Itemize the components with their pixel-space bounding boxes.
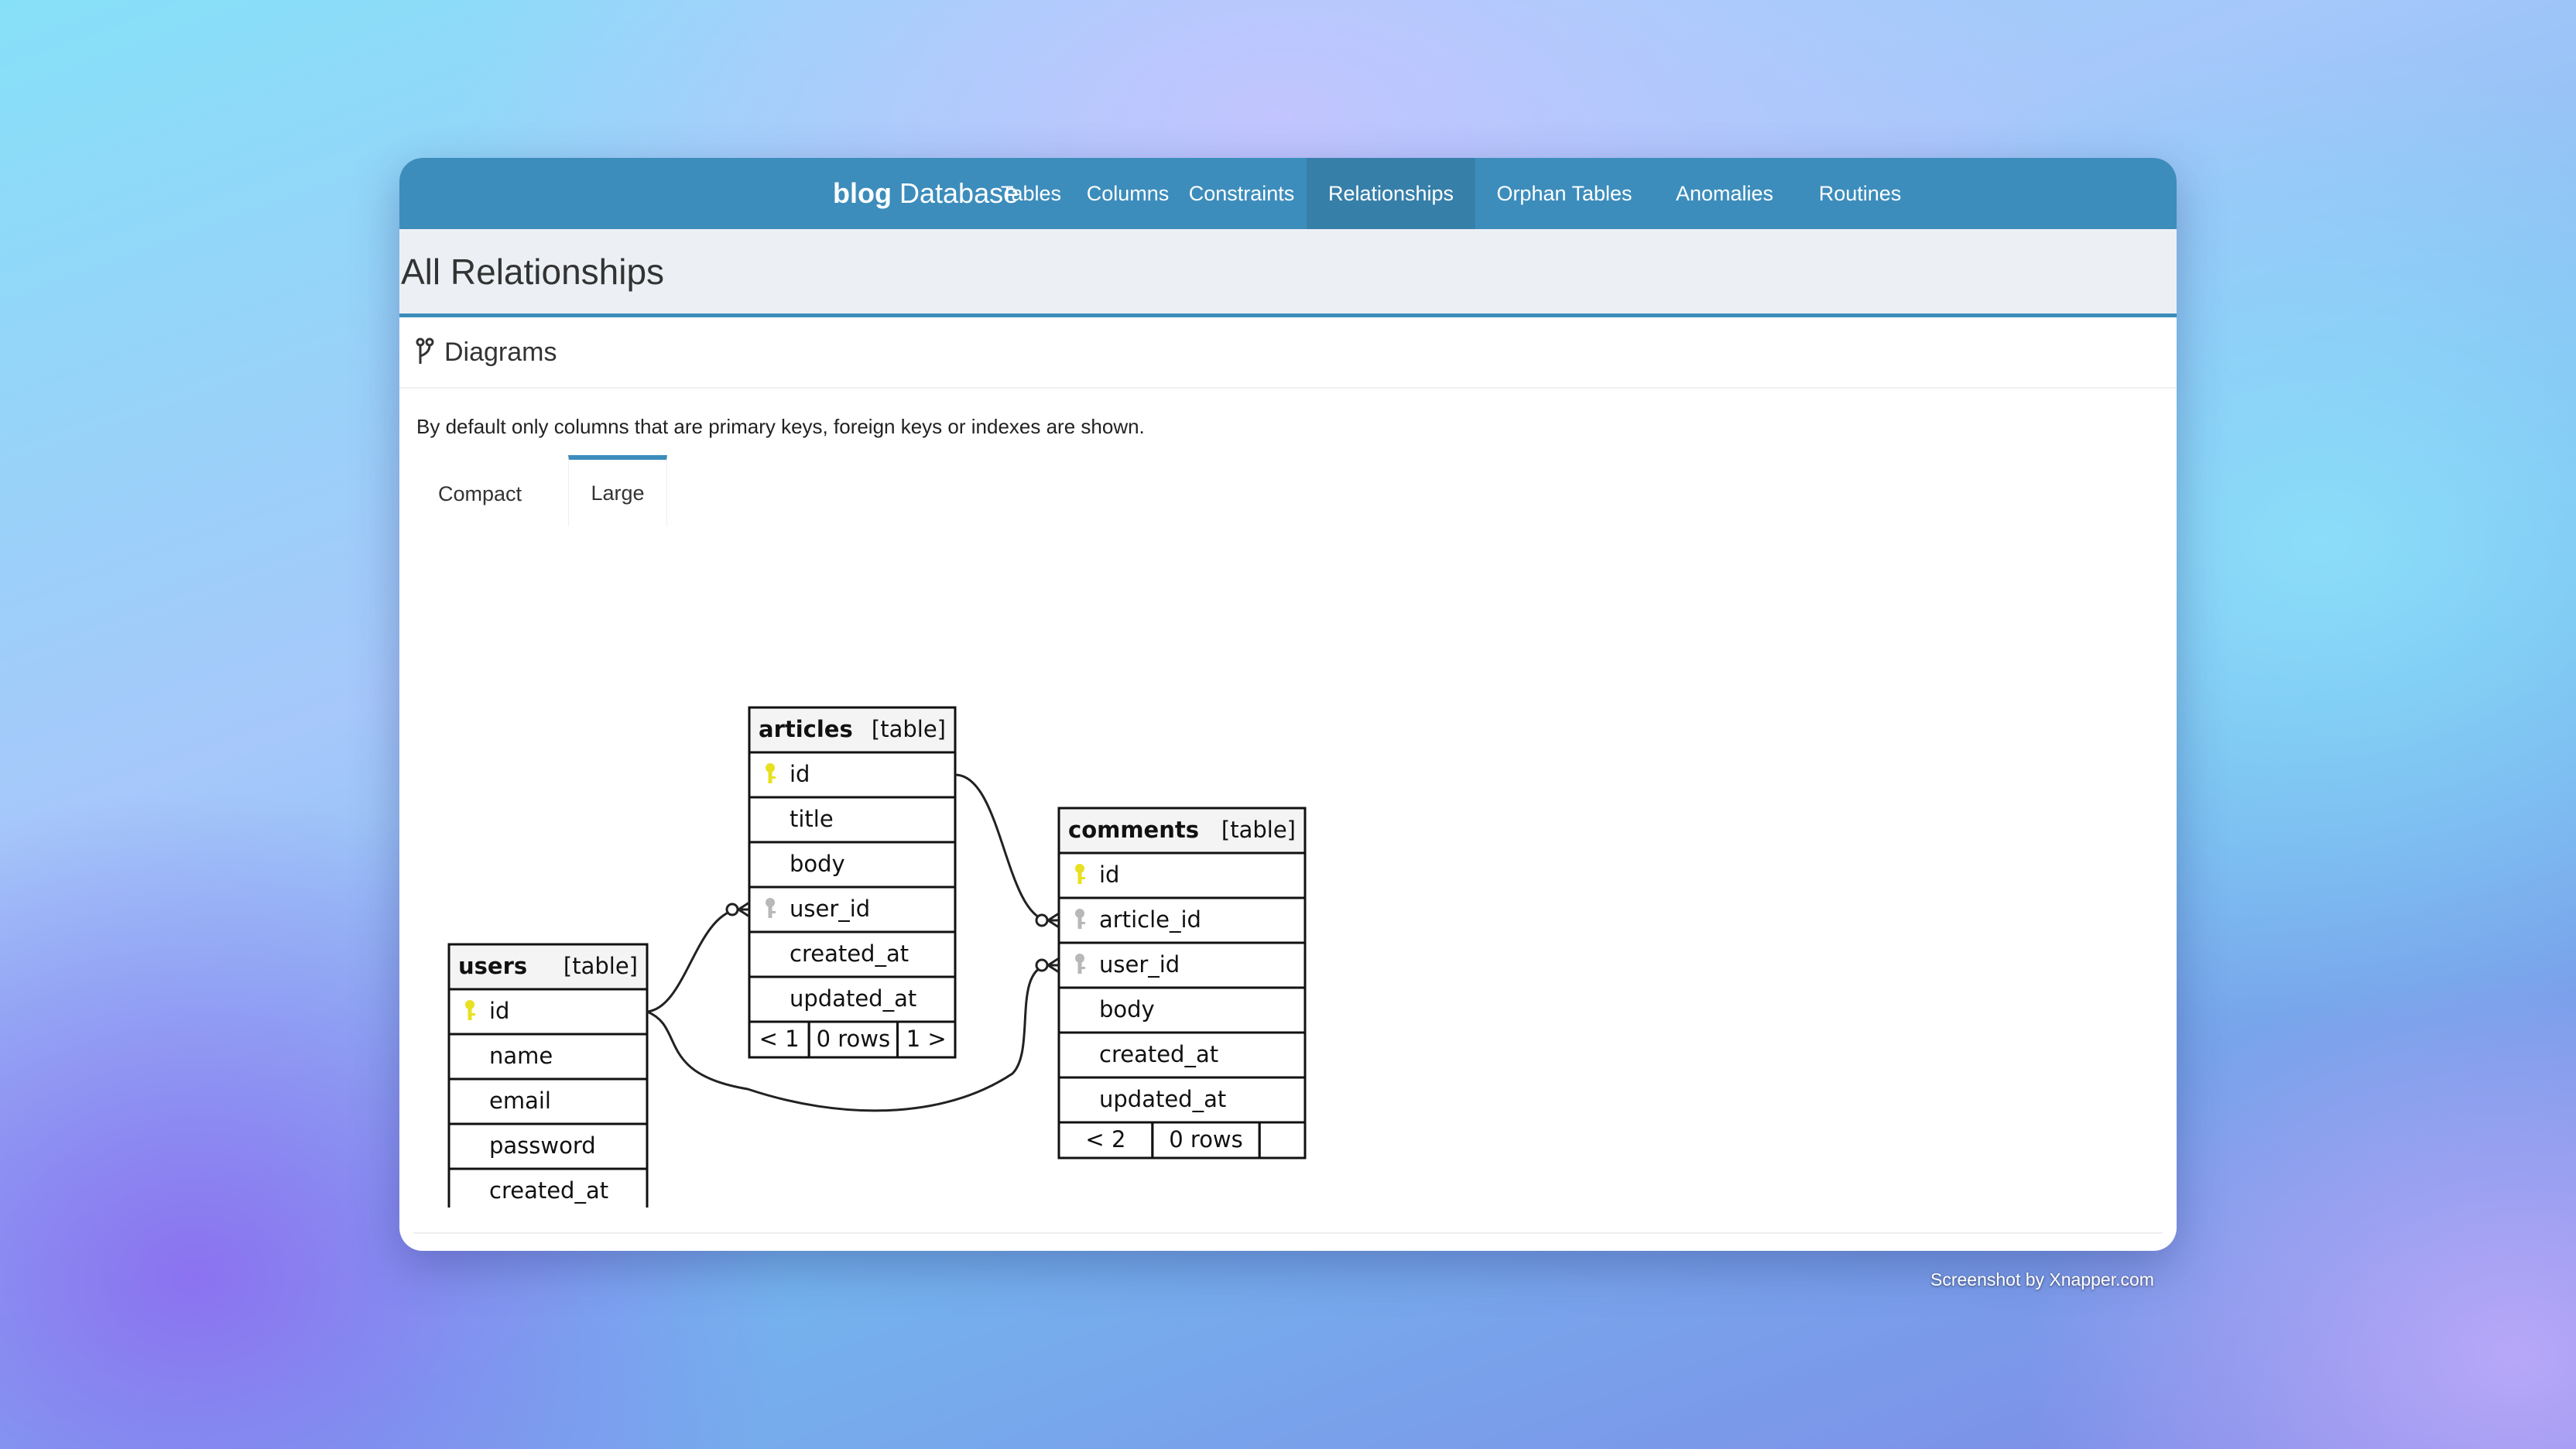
crows-foot-marker (1047, 957, 1060, 974)
tab-large[interactable]: Large (568, 455, 667, 526)
table-articles[interactable]: articles [table] id title body user_idcreated… (748, 706, 957, 1059)
optional-marker (1035, 958, 1049, 972)
footer-cell (896, 1020, 957, 1059)
column-name: email (489, 1088, 551, 1114)
table-kind: [table] (872, 716, 946, 742)
table-header (447, 943, 649, 991)
table-kind: [table] (564, 953, 638, 979)
primary-key-icon (766, 763, 776, 783)
column-name: id (790, 761, 810, 787)
footer-text: 0 rows (817, 1026, 891, 1052)
column-name: updated_at (1099, 1086, 1226, 1112)
nav-item-columns[interactable]: Columns (1086, 182, 1170, 205)
nav-item-orphan-tables[interactable]: Orphan Tables (1496, 182, 1632, 205)
column-name: body (790, 851, 845, 877)
foreign-key-icon (1075, 909, 1085, 929)
column-name: title (790, 806, 834, 832)
table-kind: [table] (1221, 817, 1296, 843)
footer-text: < 1 (759, 1026, 800, 1052)
footer-text: 1 > (906, 1026, 947, 1052)
column-name: user_id (1099, 951, 1180, 978)
table-users[interactable]: users [table] id name email password created_a… (447, 943, 649, 1208)
column-name: article_id (1099, 906, 1201, 933)
box-title: Diagrams (444, 337, 557, 367)
optional-marker (725, 903, 739, 916)
relationship-edge (954, 773, 1060, 929)
crows-foot-marker (1047, 912, 1060, 929)
nav-item-constraints[interactable]: Constraints (1188, 182, 1295, 205)
box-footer-divider (413, 1232, 2163, 1234)
foreign-key-icon (1075, 954, 1085, 974)
content-header: All Relationships (399, 229, 2177, 317)
nav-item-routines[interactable]: Routines (1818, 182, 1902, 205)
column-name: created_at (489, 1177, 608, 1204)
column-name: password (489, 1132, 596, 1159)
column-row (447, 1167, 649, 1208)
help-text: By default only columns that are primary… (416, 415, 1145, 438)
crows-foot-marker (738, 901, 750, 918)
brand[interactable]: blog Database (833, 158, 1019, 229)
table-header (1057, 807, 1307, 855)
primary-key-icon (1075, 864, 1085, 884)
browser-window: blog Database Tables Columns Constraints… (399, 158, 2177, 1251)
column-name: user_id (790, 896, 870, 922)
column-name: body (1099, 996, 1155, 1023)
code-fork-icon (416, 337, 434, 364)
page-title: All Relationships (401, 252, 665, 292)
column-name: created_at (790, 940, 909, 967)
watermark: Screenshot by Xnapper.com (1930, 1269, 2154, 1290)
table-name: comments (1068, 817, 1199, 843)
brand-bold: blog (833, 177, 892, 209)
footer-text: < 2 (1085, 1126, 1125, 1153)
brand-rest: Database (899, 177, 1019, 209)
column-name: name (489, 1043, 553, 1069)
column-name: updated_at (790, 985, 916, 1012)
table-name: articles (759, 716, 853, 742)
column-name: created_at (1099, 1041, 1218, 1067)
foreign-key-icon (766, 898, 776, 918)
relationship-diagram: users [table] id name email password created_a… (447, 706, 1307, 1208)
diagram-tabs: Compact Large (416, 455, 2166, 526)
nav-item-relationships[interactable]: Relationships (1307, 158, 1475, 229)
relationship-edge (646, 957, 1060, 1112)
diagrams-box-header: Diagrams (399, 317, 2177, 389)
nav-item-anomalies[interactable]: Anomalies (1675, 182, 1774, 205)
table-header (748, 706, 957, 754)
optional-marker (1035, 913, 1049, 927)
top-navbar: blog Database Tables Columns Constraints… (399, 158, 2177, 229)
relationship-edge (646, 901, 750, 1013)
footer-cell (1258, 1121, 1307, 1160)
column-name: id (1099, 862, 1119, 888)
column-name: id (489, 998, 509, 1024)
footer-text: 0 rows (1169, 1126, 1243, 1153)
primary-key-icon (465, 1000, 475, 1020)
table-name: users (458, 953, 527, 979)
nav-item-tables[interactable]: Tables (1000, 182, 1062, 205)
tab-compact[interactable]: Compact (437, 482, 522, 505)
